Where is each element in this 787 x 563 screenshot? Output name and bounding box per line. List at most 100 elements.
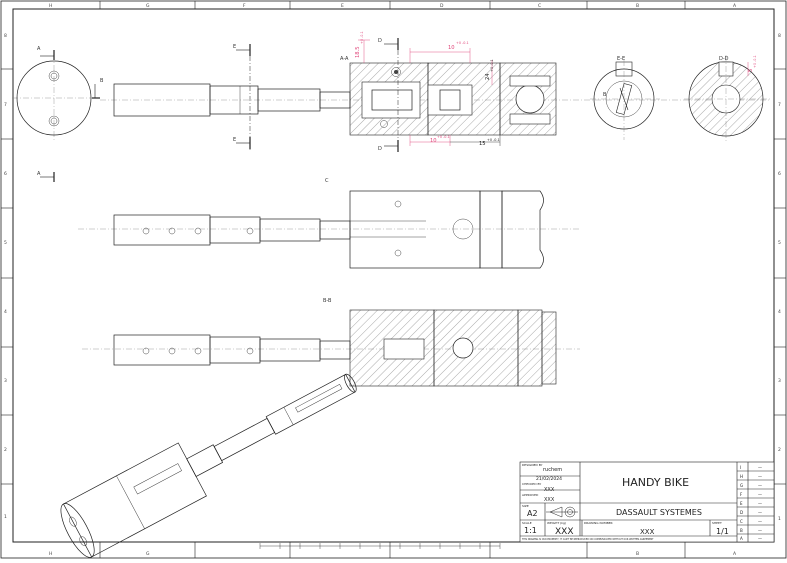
zone-row-3-right: 3 (778, 378, 781, 384)
isometric-view (60, 373, 357, 558)
revision-entry: — (758, 510, 762, 515)
revision-entry: — (758, 465, 762, 470)
dimension-10-top: 10 (448, 45, 455, 51)
drawing-title: HANDY BIKE (622, 476, 689, 489)
section-marker-a-top: A (37, 46, 41, 52)
design-date: 21/02/2024 (536, 476, 562, 482)
revision-entry: — (758, 536, 762, 541)
section-marker-e-top: E (233, 44, 236, 50)
title-block (519, 461, 775, 543)
section-view-e-e (590, 60, 660, 140)
tolerance-24: +0 -0.1 (490, 59, 494, 72)
approved-value: XXX (544, 497, 555, 503)
zone-row-6-left: 6 (4, 171, 7, 177)
zone-row-2-left: 2 (4, 447, 7, 453)
section-label-e-e: E-E (617, 56, 625, 62)
dimension-10-bottom: 10 (430, 138, 437, 144)
dimension-15: 15 (479, 141, 486, 147)
section-label-d-d: D-D (719, 56, 729, 62)
checked-by-label: CHECKED BY (522, 482, 541, 486)
weight-value: XXX (555, 527, 574, 537)
revision-letter: H (740, 474, 743, 479)
drawing-number-label: DRAWING NUMBER (584, 521, 613, 525)
property-notice: THIS DRAWING IS OUR PROPERTY; IT CAN'T B… (522, 538, 654, 541)
zone-col-h-bottom: H (49, 551, 52, 557)
zone-col-h-top: H (49, 3, 52, 9)
section-marker-b: B (100, 78, 104, 84)
scale-value: 1:1 (524, 526, 537, 535)
zone-col-a-top: A (733, 3, 737, 9)
zone-col-g-bottom: G (146, 551, 150, 557)
revision-letter: F (740, 492, 743, 497)
dimension-5: 5 (748, 69, 754, 72)
section-view-a-a (100, 38, 770, 152)
inner-frame (12, 8, 775, 543)
revision-entry: — (758, 492, 762, 497)
revision-entry: — (758, 519, 762, 524)
zone-row-7-right: 7 (778, 102, 781, 108)
zone-row-4-left: 4 (4, 309, 7, 315)
revision-entry: — (758, 483, 762, 488)
section-marker-e-bottom: E (233, 137, 236, 143)
revision-letter: B (740, 528, 743, 533)
tolerance-15: +0 -0.1 (487, 138, 500, 142)
section-marker-b-right: B (603, 92, 607, 98)
zone-row-5-right: 5 (778, 240, 781, 246)
zone-col-c-top: C (538, 3, 541, 9)
zone-col-f-top: F (243, 3, 246, 9)
revision-entry: — (758, 528, 762, 533)
zone-row-3-left: 3 (4, 378, 7, 384)
size-label: SIZE (522, 504, 529, 508)
scale-ruler (259, 543, 501, 549)
revision-letter: D (740, 510, 743, 515)
zone-col-g-top: G (146, 3, 150, 9)
revision-letter: C (740, 519, 743, 524)
zone-col-b-top: B (636, 3, 639, 9)
revision-entry: — (758, 474, 762, 479)
section-marker-d-top: D (378, 38, 382, 44)
zone-row-8-right: 8 (778, 33, 781, 39)
projection-symbol-icon (546, 506, 578, 518)
company-name: DASSAULT SYSTEMES (616, 508, 702, 517)
revision-table: I H G F E D C B A — — — — — — — — — (740, 465, 762, 541)
tolerance-18-5: +0 -0.1 (360, 31, 364, 44)
section-label-a-a: A-A (340, 56, 349, 62)
drawing-number-value: XXX (640, 528, 655, 536)
section-view-d-d (684, 55, 770, 142)
view-label-c: C (325, 178, 329, 184)
weight-label: WEIGHT (kg) (547, 521, 566, 525)
zone-row-1-right: 1 (778, 516, 781, 522)
zone-row-8-left: 8 (4, 33, 7, 39)
view-c (78, 190, 580, 269)
section-label-b-b: B-B (323, 298, 332, 304)
zone-row-1-left: 1 (4, 514, 7, 520)
designer-name: ruchem (543, 467, 562, 473)
approved-label: APPROVED (522, 493, 539, 497)
sheet-number: 1/1 (716, 527, 729, 536)
sheet-size: A2 (527, 509, 538, 518)
zone-col-d-top: D (440, 3, 444, 9)
dimension-18-5: 18.5 (355, 46, 361, 58)
zone-col-e-top: E (341, 3, 344, 9)
end-view-left (12, 50, 100, 182)
zone-col-b-bottom: B (636, 551, 639, 557)
tolerance-10-bottom: +0 -0.1 (437, 135, 450, 139)
tolerance-5: +0 -0.1 (753, 55, 757, 68)
section-marker-d-bottom: D (378, 146, 382, 152)
zone-row-6-right: 6 (778, 171, 781, 177)
zone-row-2-right: 2 (778, 447, 781, 453)
zone-row-7-left: 7 (4, 102, 7, 108)
zone-row-5-left: 5 (4, 240, 7, 246)
checked-by-value: XXX (544, 487, 555, 493)
revision-letter: G (740, 483, 743, 488)
dimension-24: 24 (485, 73, 491, 80)
revision-letter: A (740, 536, 743, 541)
revision-letter: I (740, 465, 741, 470)
section-marker-a-bottom: A (37, 171, 41, 177)
sheet-label: SHEET (712, 521, 722, 525)
zone-row-4-right: 4 (778, 309, 781, 315)
